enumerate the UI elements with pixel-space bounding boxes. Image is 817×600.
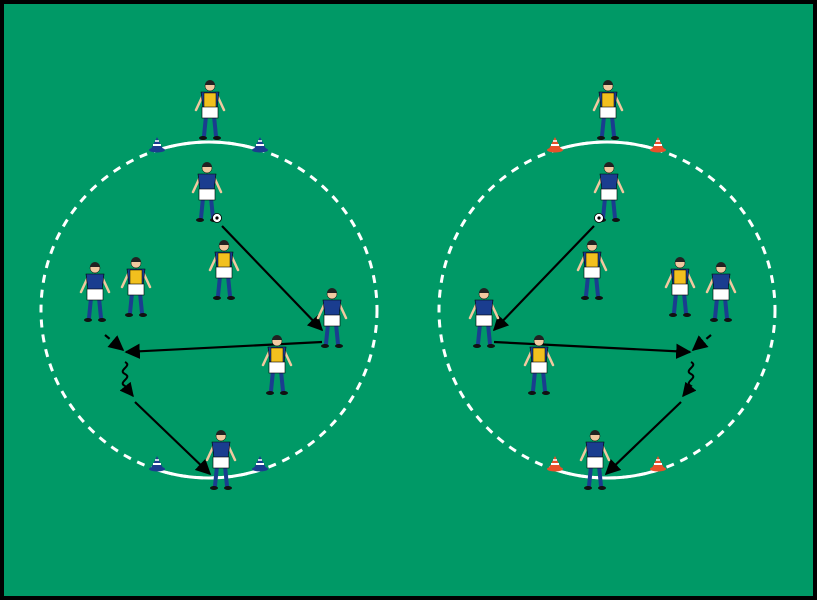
- left-drill-player-blue: [205, 430, 237, 490]
- right-drill-pass-arrow: [493, 340, 692, 359]
- left-drill-player-yellow: [194, 80, 226, 140]
- left-drill-player-yellow: [208, 240, 240, 300]
- right-drill-bottom-gate: [555, 468, 659, 480]
- right-drill-cone: [650, 137, 666, 153]
- left-drill-dribble-arrow: [119, 361, 134, 398]
- right-drill-dribble-arrow: [682, 361, 697, 398]
- right-drill-player-yellow: [523, 335, 555, 395]
- left-drill-pass-arrow: [221, 225, 324, 332]
- left-drill-player-blue: [79, 262, 111, 322]
- left-drill-player-blue: [316, 288, 348, 348]
- right-drill-player-blue: [468, 288, 500, 348]
- left-drill-pass-arrow: [124, 340, 323, 359]
- left-drill-player-yellow: [120, 257, 152, 317]
- pitch: [4, 4, 813, 596]
- left-drill-player-blue: [191, 162, 223, 222]
- right-drill-run-arrow: [691, 334, 712, 351]
- right-drill-top-gate: [555, 140, 659, 152]
- left-drill-cone: [149, 456, 165, 472]
- right-drill-circle: [437, 140, 777, 480]
- ball-icon: [212, 213, 222, 223]
- right-drill-cone: [547, 456, 563, 472]
- right-drill-player-yellow: [592, 80, 624, 140]
- left-drill-player-yellow: [261, 335, 293, 395]
- right-drill-cone: [547, 137, 563, 153]
- left-drill-circle: [39, 140, 379, 480]
- right-drill-pass-arrow: [604, 401, 682, 476]
- left-drill-cone: [252, 137, 268, 153]
- left-drill-cone: [149, 137, 165, 153]
- left-drill-bottom-gate: [157, 468, 261, 480]
- ball-icon: [594, 213, 604, 223]
- right-drill-player-yellow: [576, 240, 608, 300]
- right-drill-player-blue: [579, 430, 611, 490]
- left-drill-cone: [252, 456, 268, 472]
- left-drill-pass-arrow: [134, 401, 212, 476]
- right-drill-player-blue: [705, 262, 737, 322]
- right-drill-player-yellow: [664, 257, 696, 317]
- right-drill-pass-arrow: [492, 225, 595, 332]
- left-drill-run-arrow: [104, 334, 125, 351]
- left-drill-top-gate: [157, 140, 261, 152]
- right-drill-cone: [650, 456, 666, 472]
